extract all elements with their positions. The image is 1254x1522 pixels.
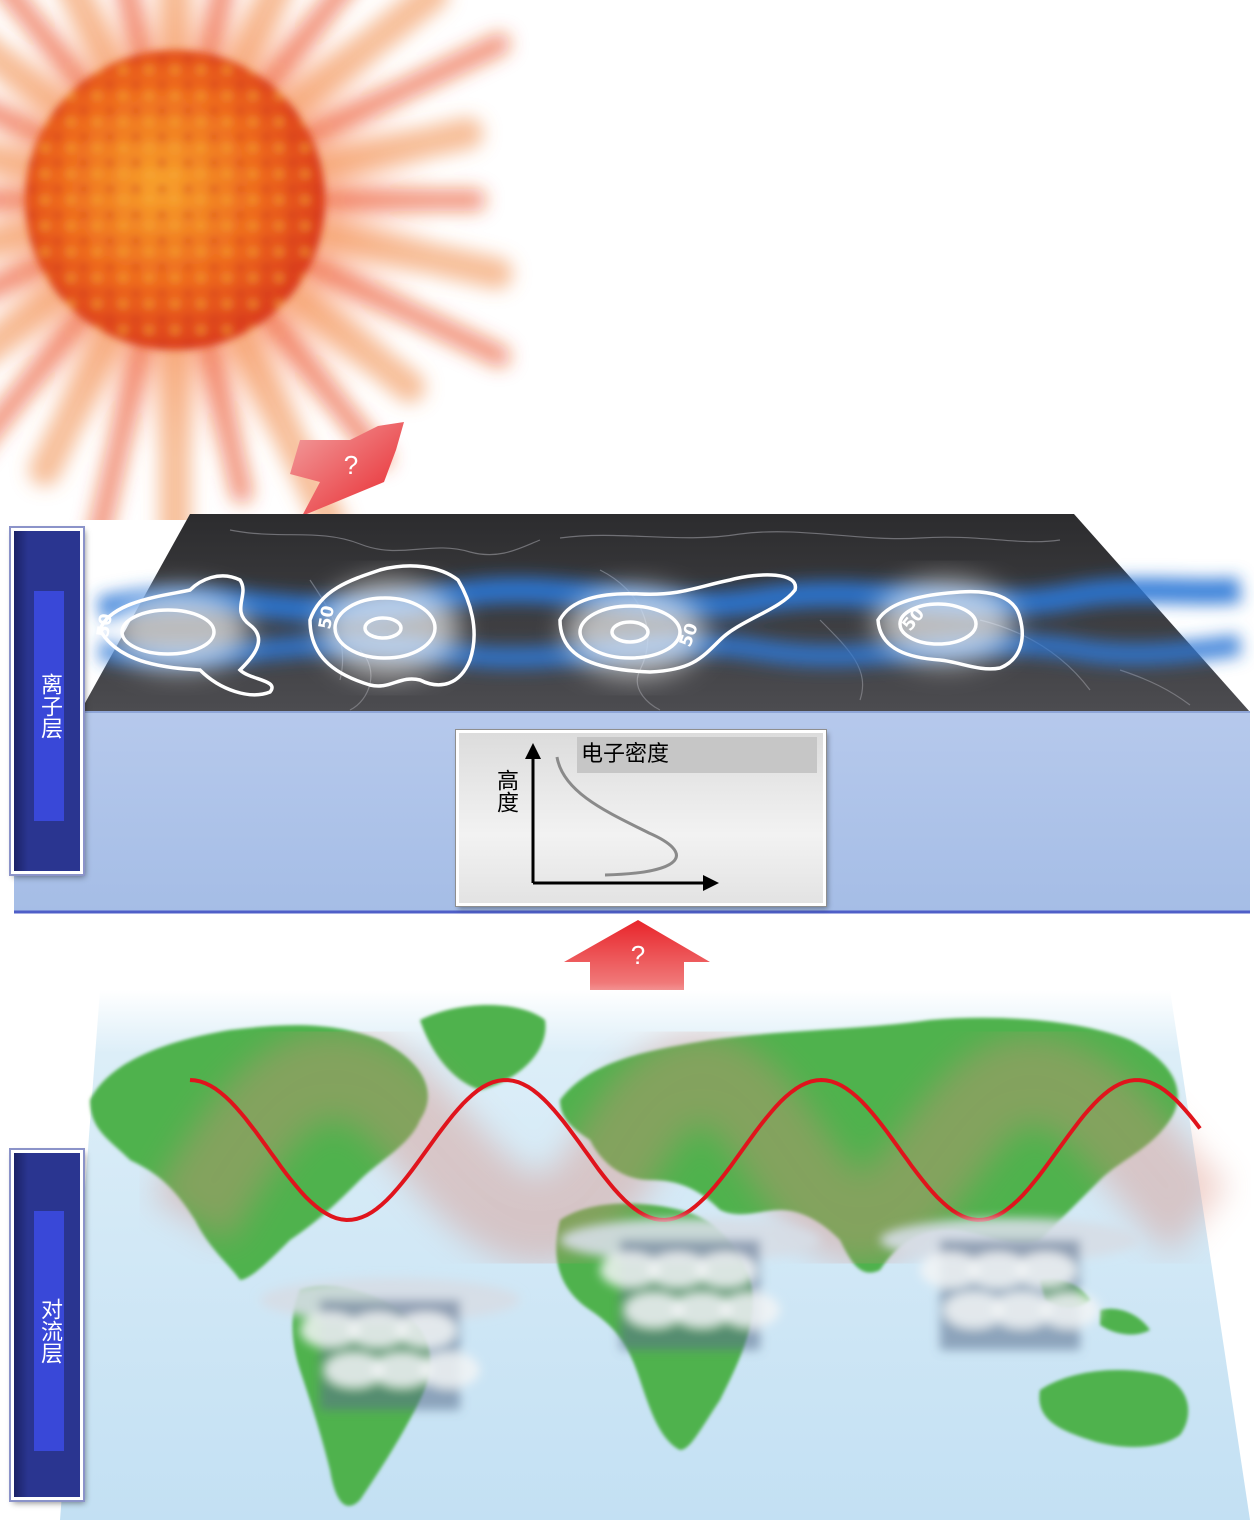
inset-ylabel: 高度 — [493, 769, 518, 813]
equatorial-anomaly-band — [96, 577, 1242, 669]
cloud-cluster — [260, 1278, 520, 1410]
sun-illustration — [0, 0, 513, 520]
ionosphere-label-panel: 离子层 — [11, 528, 83, 874]
troposphere-label: 对流层 — [34, 1211, 64, 1451]
australia — [1039, 1370, 1189, 1447]
cloud-cluster — [560, 1218, 820, 1350]
cloud-cluster — [880, 1218, 1140, 1350]
inset-title: 电子密度 — [577, 737, 817, 773]
y-axis-arrow-icon — [525, 743, 541, 759]
question-mark-troposphere: ? — [630, 940, 646, 970]
greenland — [420, 1005, 546, 1090]
contour-label-1: 50 — [93, 612, 117, 639]
convective-clouds — [260, 1218, 1140, 1410]
sun-arrow — [290, 422, 404, 516]
density-contours — [98, 564, 1024, 697]
planetary-wave-curve — [189, 1077, 1202, 1223]
contour-label-2: 50 — [315, 604, 339, 631]
electron-density-profile — [525, 743, 719, 891]
question-mark-sun: ? — [343, 450, 359, 480]
island-2 — [1100, 1308, 1150, 1335]
wave-band — [151, 1030, 1230, 1266]
x-axis-arrow-icon — [703, 875, 719, 891]
ionosphere-label: 离子层 — [34, 591, 64, 821]
troposphere-label-panel: 对流层 — [11, 1150, 83, 1500]
electron-density-inset: 电子密度 高度 — [456, 730, 826, 906]
troposphere-world-map — [60, 990, 1250, 1520]
